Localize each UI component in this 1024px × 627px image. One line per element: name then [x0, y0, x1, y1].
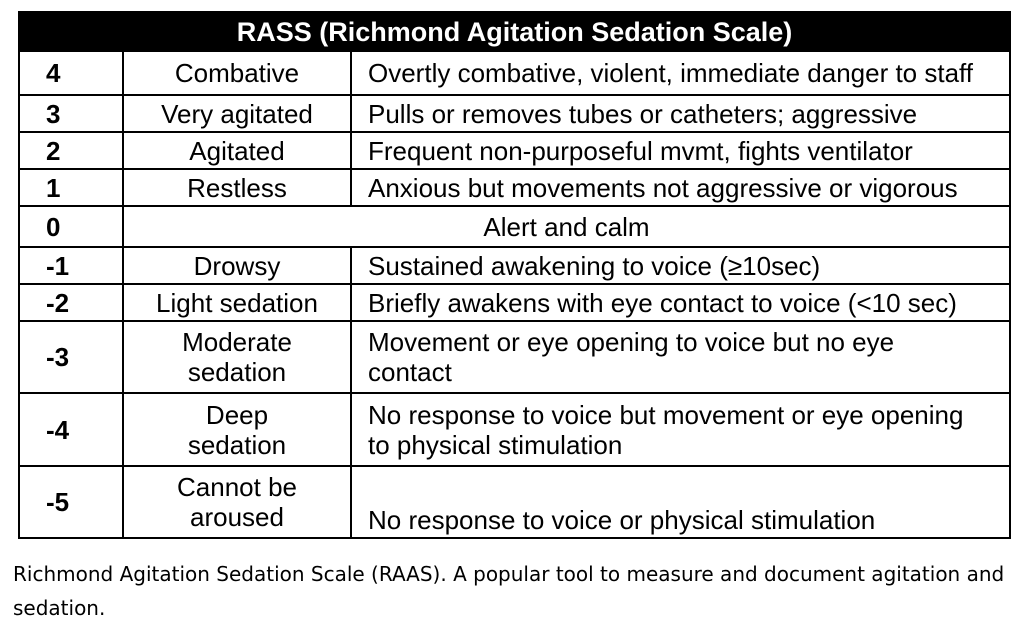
- table-row: 2 Agitated Frequent non-purposeful mvmt,…: [18, 131, 1012, 170]
- description-cell: Briefly awakens with eye contact to voic…: [349, 283, 1012, 322]
- description-cell: Pulls or removes tubes or catheters; agg…: [349, 94, 1012, 133]
- term-cell: Moderate sedation: [122, 320, 352, 394]
- term-text: Deep sedation: [187, 399, 287, 460]
- term-cell: Agitated: [122, 131, 352, 170]
- table-row: 0 Alert and calm: [18, 205, 1012, 248]
- description-cell: Overtly combative, violent, immediate da…: [349, 50, 1012, 96]
- score-cell: -4: [18, 392, 124, 467]
- table-row: 3 Very agitated Pulls or removes tubes o…: [18, 94, 1012, 133]
- term-cell: Light sedation: [122, 283, 352, 322]
- rass-table: RASS (Richmond Agitation Sedation Scale)…: [17, 11, 1012, 539]
- table-row: 4 Combative Overtly combative, violent, …: [18, 50, 1012, 96]
- term-cell: Very agitated: [122, 94, 352, 133]
- description-cell: No response to voice or physical stimula…: [349, 465, 1012, 539]
- term-cell: Restless: [122, 168, 352, 207]
- score-cell: -5: [18, 465, 124, 539]
- score-cell: -3: [18, 320, 124, 394]
- description-cell: Sustained awakening to voice (≥10sec): [349, 246, 1012, 285]
- table-title: RASS (Richmond Agitation Sedation Scale): [17, 11, 1012, 52]
- table-row: 1 Restless Anxious but movements not agg…: [18, 168, 1012, 207]
- term-cell: Combative: [122, 50, 352, 96]
- description-text: Movement or eye opening to voice but no …: [368, 327, 895, 387]
- term-cell: Drowsy: [122, 246, 352, 285]
- term-text: Cannot be aroused: [177, 472, 297, 532]
- table-row: -2 Light sedation Briefly awakens with e…: [18, 283, 1012, 322]
- description-text: No response to voice but movement or eye…: [368, 399, 964, 460]
- term-cell: Cannot be aroused: [122, 465, 352, 539]
- figure-caption: Richmond Agitation Sedation Scale (RAAS)…: [13, 562, 1005, 620]
- description-cell: Movement or eye opening to voice but no …: [349, 320, 1012, 394]
- term-text: Moderate sedation: [182, 327, 292, 387]
- score-cell: -2: [18, 283, 124, 322]
- term-cell: Deep sedation: [122, 392, 352, 467]
- description-cell: Frequent non-purposeful mvmt, fights ven…: [349, 131, 1012, 170]
- score-cell: 3: [18, 94, 124, 133]
- score-cell: -1: [18, 246, 124, 285]
- term-cell: Alert and calm: [121, 205, 1012, 248]
- table-row: -4 Deep sedation No response to voice bu…: [18, 392, 1012, 467]
- description-cell: Anxious but movements not aggressive or …: [349, 168, 1012, 207]
- table-row: -3 Moderate sedation Movement or eye ope…: [18, 320, 1012, 394]
- score-cell: 1: [18, 168, 124, 207]
- description-cell: No response to voice but movement or eye…: [349, 392, 1012, 467]
- table-header-row: RASS (Richmond Agitation Sedation Scale): [17, 11, 1012, 52]
- table-row: -1 Drowsy Sustained awakening to voice (…: [18, 246, 1012, 285]
- score-cell: 4: [18, 50, 124, 96]
- score-cell: 0: [18, 205, 124, 248]
- table-row: -5 Cannot be aroused No response to voic…: [18, 465, 1012, 539]
- score-cell: 2: [18, 131, 124, 170]
